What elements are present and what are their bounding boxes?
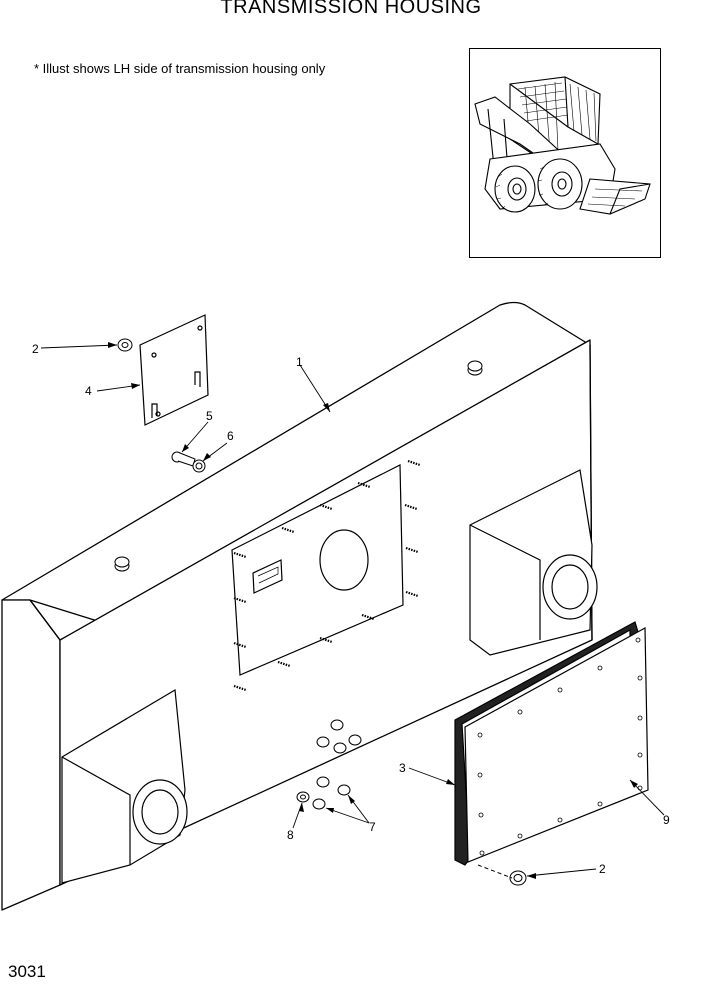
callout-1: 1	[296, 355, 303, 369]
part-2-drain-plug	[509, 870, 527, 886]
housing-front-face	[1, 599, 61, 911]
skid-steer-loader-illustration	[474, 76, 651, 215]
right-axle-port	[469, 469, 598, 656]
part-9-cover	[464, 626, 649, 863]
callout-5: 5	[206, 409, 213, 423]
left-axle-port	[61, 689, 188, 884]
callout-9: 9	[663, 813, 670, 827]
part-4-plate	[139, 314, 209, 426]
part-5-bolt	[171, 451, 196, 467]
callout-8: 8	[287, 828, 294, 842]
part-6-washer	[192, 459, 206, 473]
callout-3: 3	[399, 761, 406, 775]
callout-2-upper: 2	[32, 342, 39, 356]
center-access-panel	[231, 464, 404, 676]
callout-4: 4	[85, 384, 92, 398]
panel-studs	[233, 459, 421, 692]
callout-2-lower: 2	[599, 862, 606, 876]
top-plugs	[114, 360, 483, 572]
illustration-note: * Illust shows LH side of transmission h…	[34, 61, 326, 76]
leader-arrows	[108, 342, 638, 879]
lower-fasteners	[296, 719, 362, 810]
page-title: TRANSMISSION HOUSING	[220, 0, 482, 18]
callout-6: 6	[227, 429, 234, 443]
part-2-upper-nut	[117, 338, 133, 352]
machine-inset	[469, 48, 661, 258]
callout-7: 7	[369, 820, 376, 834]
page-number: 3031	[8, 962, 46, 981]
